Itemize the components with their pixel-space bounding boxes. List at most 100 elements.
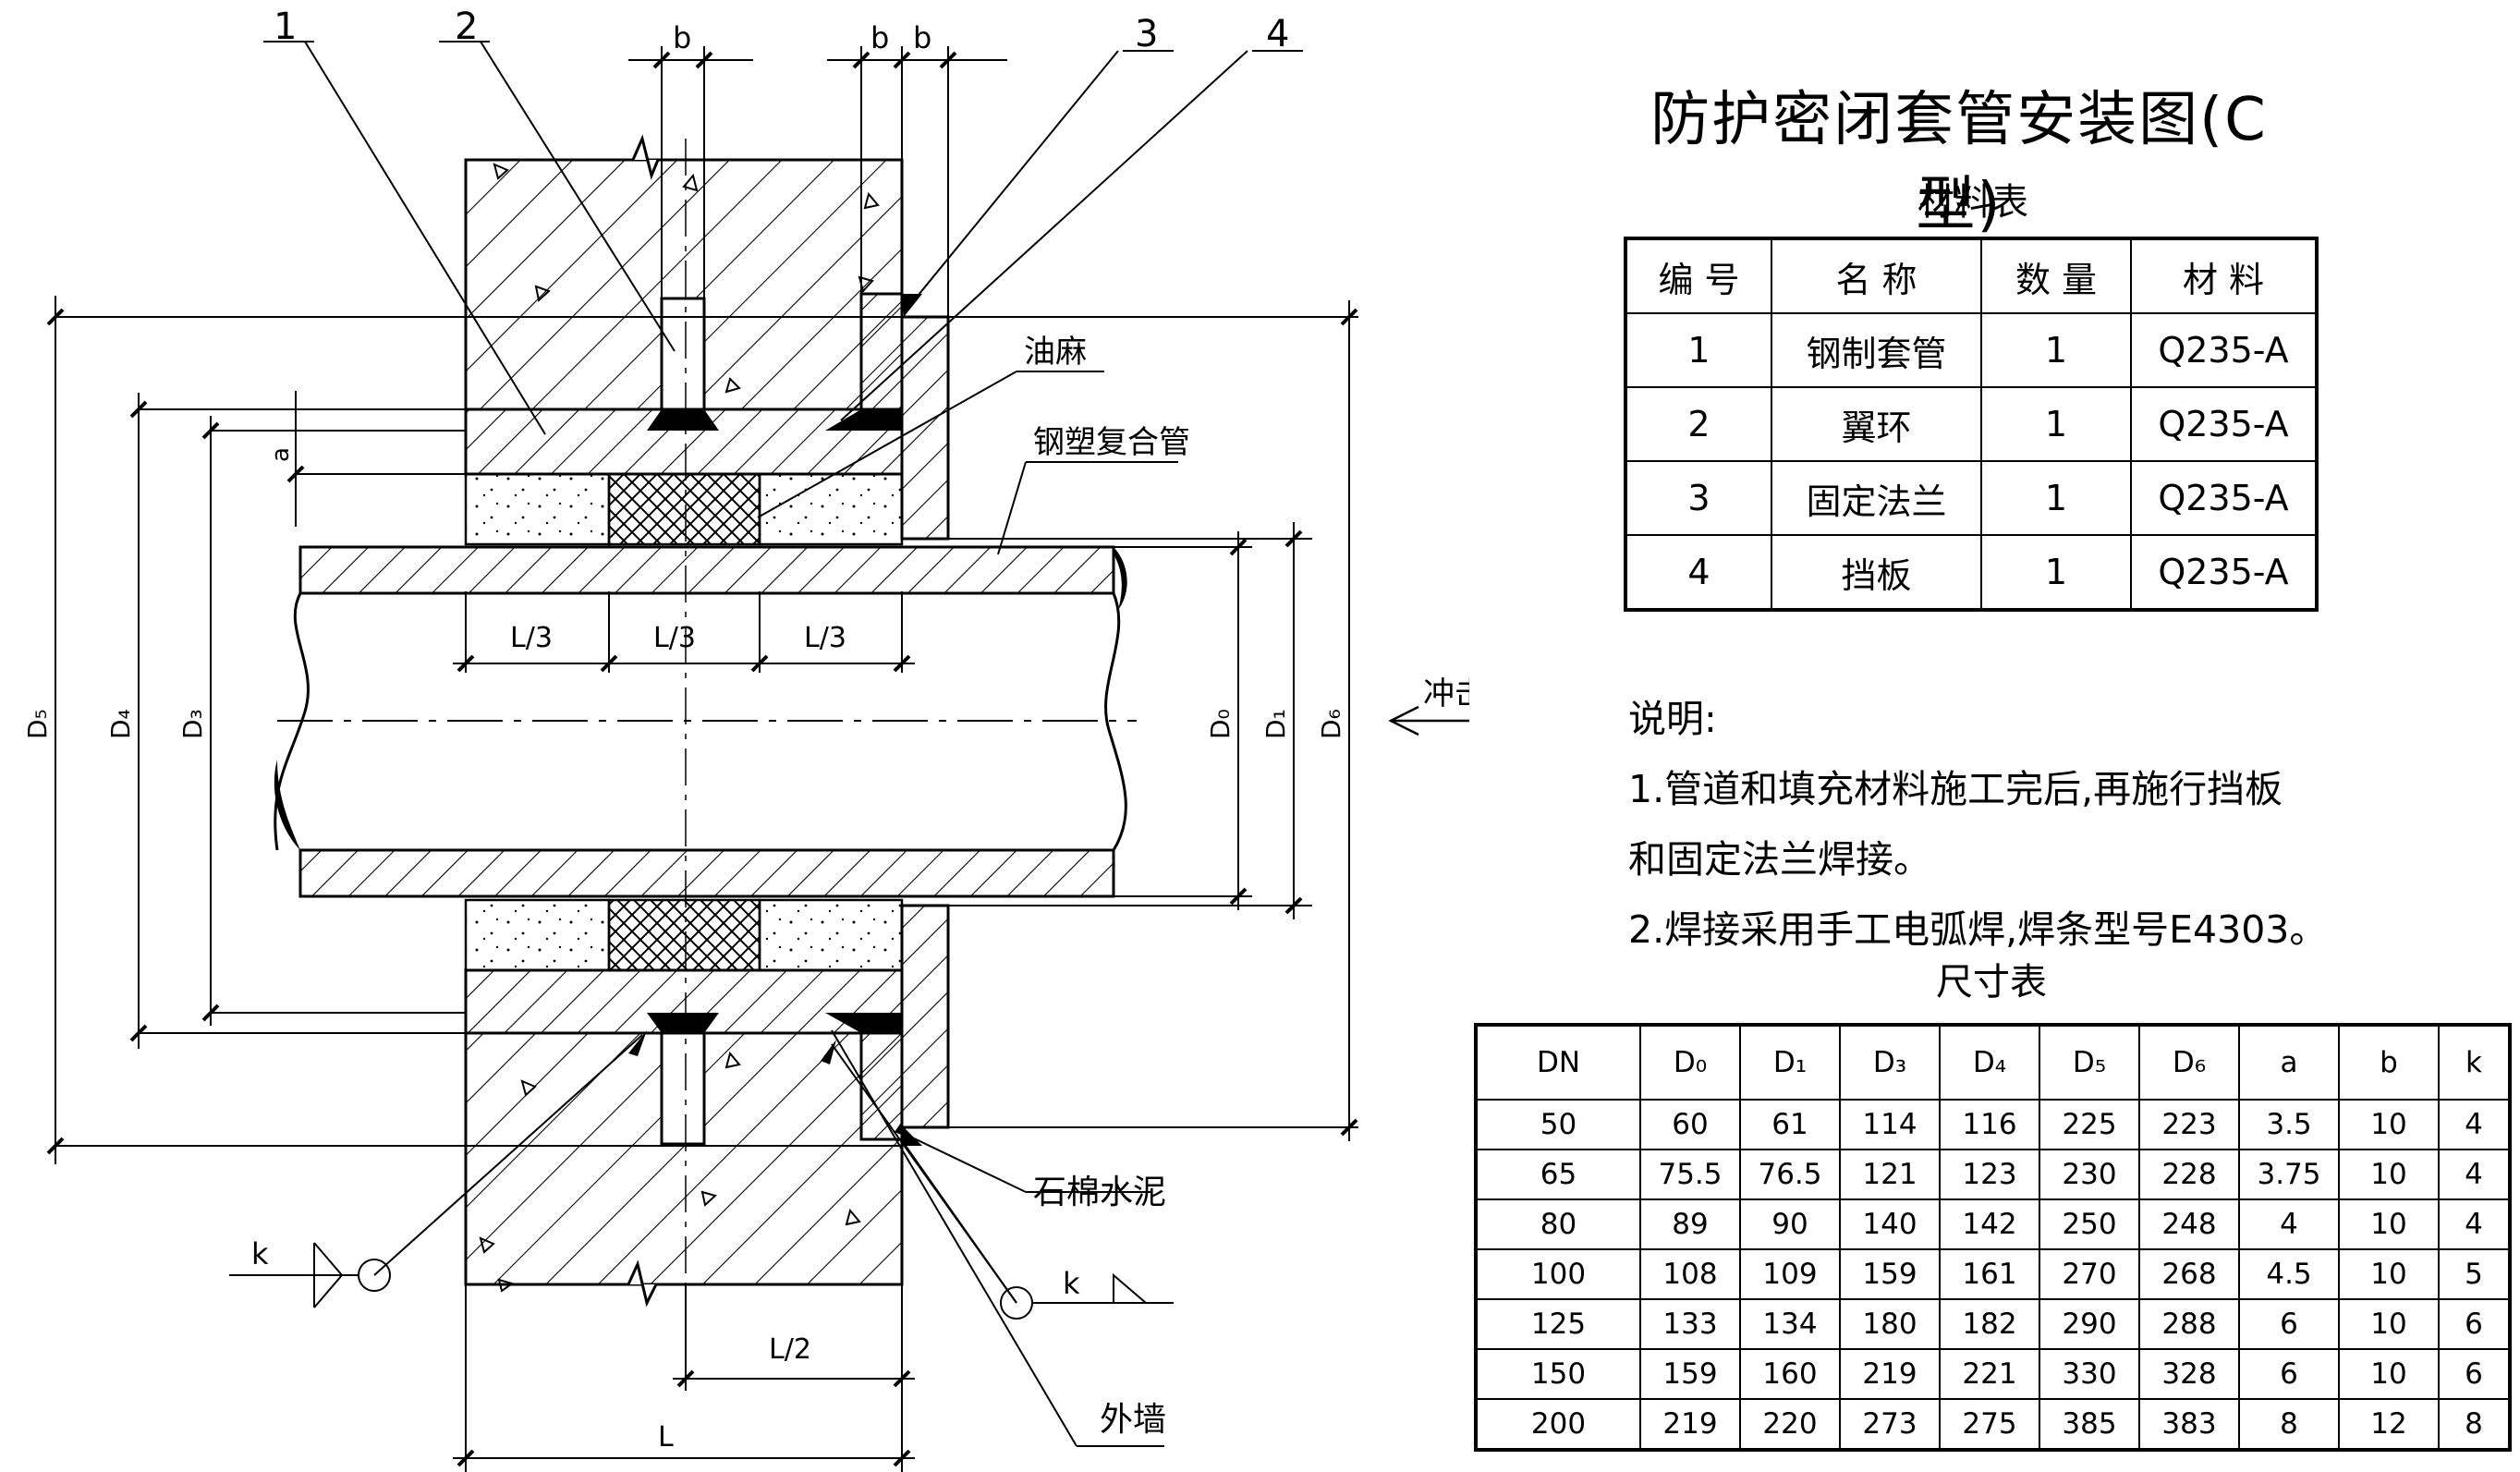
- dimension-cell: 250: [2039, 1198, 2140, 1250]
- material-header-cell: 数 量: [1980, 237, 2132, 314]
- material-cell: Q235-A: [2130, 312, 2318, 388]
- dimension-header-cell: a: [2238, 1024, 2340, 1101]
- composite-pipe: [274, 545, 1127, 898]
- dim-label-D0: D₀: [1205, 709, 1236, 739]
- material-cell: Q235-A: [2130, 386, 2318, 462]
- oakum-bottom: [607, 898, 761, 972]
- weld-beads: [647, 294, 922, 1146]
- dimension-cell: 221: [1939, 1348, 2040, 1400]
- material-cell: 1: [1980, 386, 2132, 462]
- dimension-cell: 383: [2138, 1398, 2240, 1451]
- asbestos-cement-top-right: [758, 472, 904, 546]
- dimension-cell: 142: [1939, 1198, 2040, 1250]
- dimension-cell: 10: [2338, 1298, 2440, 1350]
- dimension-cell: 8: [2438, 1398, 2511, 1451]
- dimension-cell: 134: [1739, 1298, 1841, 1350]
- dimension-cell: 5: [2438, 1248, 2511, 1300]
- part-label-3: 3: [1135, 13, 1158, 55]
- dimension-cell: 6: [2238, 1298, 2340, 1350]
- dimension-cell: 6: [2438, 1348, 2511, 1400]
- dimension-cell: 114: [1839, 1099, 1941, 1150]
- dimension-cell: 288: [2138, 1298, 2240, 1350]
- dimension-cell: 219: [1639, 1398, 1741, 1451]
- dimension-cell: 223: [2138, 1099, 2240, 1150]
- material-cell: 翼环: [1771, 386, 1982, 462]
- weld-symbol-left: [229, 1242, 391, 1308]
- dimension-header-cell: D₀: [1639, 1024, 1741, 1101]
- material-cell: Q235-A: [2130, 460, 2318, 536]
- dimension-cell: 10: [2338, 1099, 2440, 1150]
- dimension-cell: 109: [1739, 1248, 1841, 1300]
- dim-label-D5: D₅: [22, 709, 53, 739]
- dim-label-L: L: [658, 1421, 674, 1454]
- label-shock-wave: 冲击波: [1423, 675, 1469, 712]
- dimension-header-cell: D₅: [2039, 1024, 2140, 1101]
- label-steel-plastic-pipe: 钢塑复合管: [1033, 424, 1190, 461]
- material-table-row: 3 固定法兰 1 Q235-A: [1625, 460, 2318, 536]
- dimension-cell: 220: [1739, 1398, 1841, 1451]
- wall-break-top: [615, 134, 660, 180]
- dimension-cell: 248: [2138, 1198, 2240, 1250]
- note-line: 1.管道和填充材料施工完后,再施行挡板: [1628, 767, 2283, 811]
- dimension-cell: 10: [2338, 1348, 2440, 1400]
- dimension-cell: 76.5: [1739, 1149, 1841, 1200]
- baffle-top: [900, 315, 950, 541]
- dimension-cell: 108: [1639, 1248, 1741, 1300]
- oakum-top: [607, 472, 761, 546]
- note-line: 2.焊接采用手工电弧焊,焊条型号E4303。: [1628, 907, 2328, 952]
- dimension-cell: 89: [1639, 1198, 1741, 1250]
- dimension-header-cell: D₁: [1739, 1024, 1841, 1101]
- dim-label-b-2: b: [870, 20, 889, 55]
- dimension-cell: 80: [1475, 1198, 1641, 1250]
- material-cell: 1: [1980, 534, 2132, 611]
- dimension-cell: 290: [2039, 1298, 2140, 1350]
- dim-label-L2: L/2: [769, 1333, 811, 1366]
- drawing-labels: 1 2 3 4 b b b 油麻 钢塑复合管 冲击波 石棉水泥 外墙 a L/3…: [22, 6, 1469, 1454]
- leader-lines: [263, 41, 1303, 1447]
- material-table-row: 2 翼环 1 Q235-A: [1625, 386, 2318, 462]
- material-table: 编 号 名 称 数 量 材 料 1 钢制套管 1 Q235-A 2 翼环 1 Q…: [1624, 237, 2319, 612]
- label-outer-wall: 外墙: [1100, 1401, 1166, 1439]
- part-label-4: 4: [1266, 13, 1289, 55]
- part-label-2: 2: [455, 6, 478, 48]
- dimension-cell: 225: [2039, 1099, 2140, 1150]
- page-title: 防护密闭套管安装图(C型): [1650, 86, 2268, 239]
- dim-label-b-3: b: [913, 20, 931, 55]
- leader-arrowheads: [628, 1030, 910, 1138]
- dimension-ticks: [46, 51, 1358, 1467]
- material-table-row: 1 钢制套管 1 Q235-A: [1625, 312, 2318, 388]
- material-header-cell: 名 称: [1771, 237, 1982, 314]
- material-cell: 4: [1625, 534, 1772, 611]
- dimension-cell: 10: [2338, 1198, 2440, 1250]
- baffle-bottom: [900, 904, 950, 1129]
- dimension-cell: 4: [2238, 1198, 2340, 1250]
- dim-label-L3-3: L/3: [804, 622, 846, 654]
- notes-heading: 说明:: [1628, 697, 1717, 741]
- dim-label-D6: D₆: [1316, 709, 1346, 739]
- material-header-cell: 编 号: [1625, 237, 1772, 314]
- dim-label-b-1: b: [673, 20, 691, 55]
- dimension-cell: 10: [2338, 1248, 2440, 1300]
- material-table-caption: 材料表: [1917, 181, 2028, 224]
- weld-label-k-right: k: [1063, 1266, 1080, 1301]
- dimension-cell: 219: [1839, 1348, 1941, 1400]
- material-cell: 钢制套管: [1771, 312, 1982, 388]
- dimension-cell: 270: [2039, 1248, 2140, 1300]
- material-cell: Q235-A: [2130, 534, 2318, 611]
- dimension-cell: 50: [1475, 1099, 1641, 1150]
- dim-label-D3: D₃: [177, 709, 208, 739]
- dimension-cell: 268: [2138, 1248, 2240, 1300]
- dimension-cell: 273: [1839, 1398, 1941, 1451]
- dimension-table-header-row: DN D₀ D₁ D₃ D₄ D₅ D₆ a b k: [1475, 1024, 2511, 1101]
- wing-ring-bottom: [660, 1031, 706, 1146]
- dimension-cell: 140: [1839, 1198, 1941, 1250]
- label-oakum: 油麻: [1024, 334, 1087, 371]
- dimension-cell: 125: [1475, 1298, 1641, 1350]
- dimension-cell: 116: [1939, 1099, 2040, 1150]
